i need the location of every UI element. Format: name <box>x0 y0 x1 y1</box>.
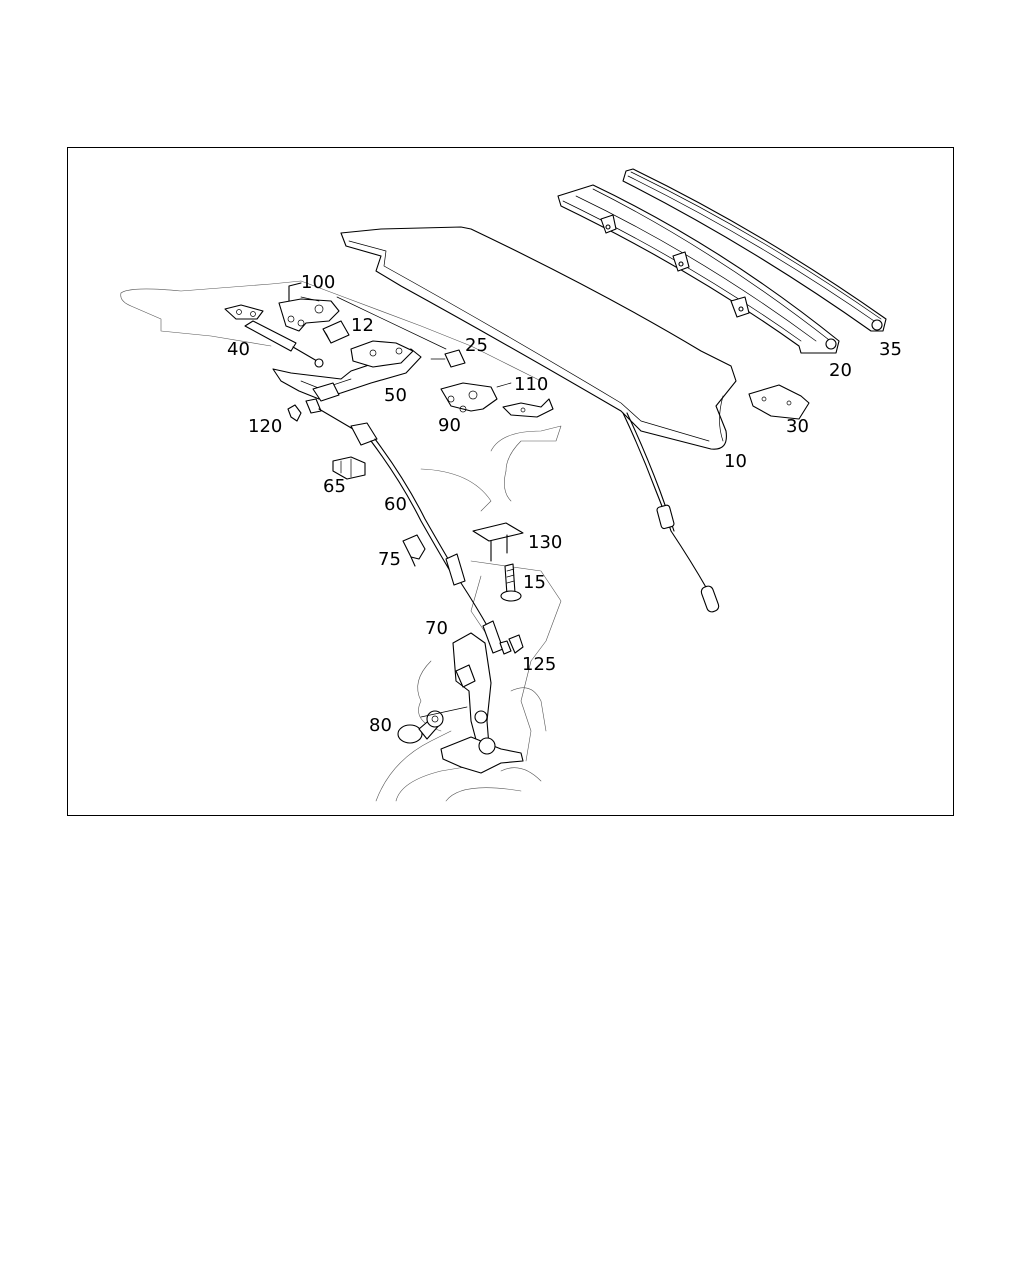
callout-12: 12 <box>351 315 374 336</box>
part-130-bracket <box>472 522 524 562</box>
part-75-cable-clip <box>402 534 426 567</box>
callout-100: 100 <box>301 272 335 293</box>
background-body-outline <box>120 280 562 802</box>
part-50-hinge-arm <box>272 340 422 402</box>
callout-40: 40 <box>227 339 250 360</box>
leader-lines <box>300 296 512 718</box>
callout-65: 65 <box>323 476 346 497</box>
callout-75: 75 <box>378 549 401 570</box>
callout-15: 15 <box>523 572 546 593</box>
callout-30: 30 <box>786 416 809 437</box>
part-70-lever-bracket <box>440 632 524 774</box>
part-40-gas-strut <box>244 320 324 368</box>
callout-50: 50 <box>384 385 407 406</box>
part-90-hinge-bracket <box>440 382 498 413</box>
callout-130: 130 <box>528 532 562 553</box>
part-12-block <box>322 320 350 344</box>
part-35-seal-strip <box>622 168 887 332</box>
callout-90: 90 <box>438 415 461 436</box>
part-65-clip-block <box>332 456 366 480</box>
part-120-clip <box>287 404 302 422</box>
part-15-bolt <box>500 563 522 602</box>
part-20-trim-rail <box>557 184 840 354</box>
callout-70: 70 <box>425 618 448 639</box>
part-110-latch-bracket <box>502 398 554 418</box>
part-100-hinge <box>278 282 340 332</box>
callout-110: 110 <box>514 374 548 395</box>
callout-35: 35 <box>879 339 902 360</box>
callout-60: 60 <box>384 494 407 515</box>
lid-release-cable <box>622 412 720 613</box>
part-80-handle <box>397 710 444 744</box>
small-link-plate <box>224 304 264 320</box>
part-60-release-cable <box>305 398 512 655</box>
part-10-cover-lid <box>340 226 737 450</box>
callout-25: 25 <box>465 335 488 356</box>
callout-10: 10 <box>724 451 747 472</box>
part-25-block <box>444 349 466 368</box>
callout-125: 125 <box>522 654 556 675</box>
part-125-clip <box>508 634 524 654</box>
part-30-bracket-plate <box>748 384 810 420</box>
diagram-frame: 10 12 15 20 25 30 35 40 50 60 65 70 75 8… <box>67 147 954 816</box>
callout-20: 20 <box>829 360 852 381</box>
callout-120: 120 <box>248 416 282 437</box>
callout-labels: 10 12 15 20 25 30 35 40 50 60 65 70 75 8… <box>227 272 902 736</box>
exploded-parts-diagram: 10 12 15 20 25 30 35 40 50 60 65 70 75 8… <box>120 168 902 802</box>
callout-80: 80 <box>369 715 392 736</box>
